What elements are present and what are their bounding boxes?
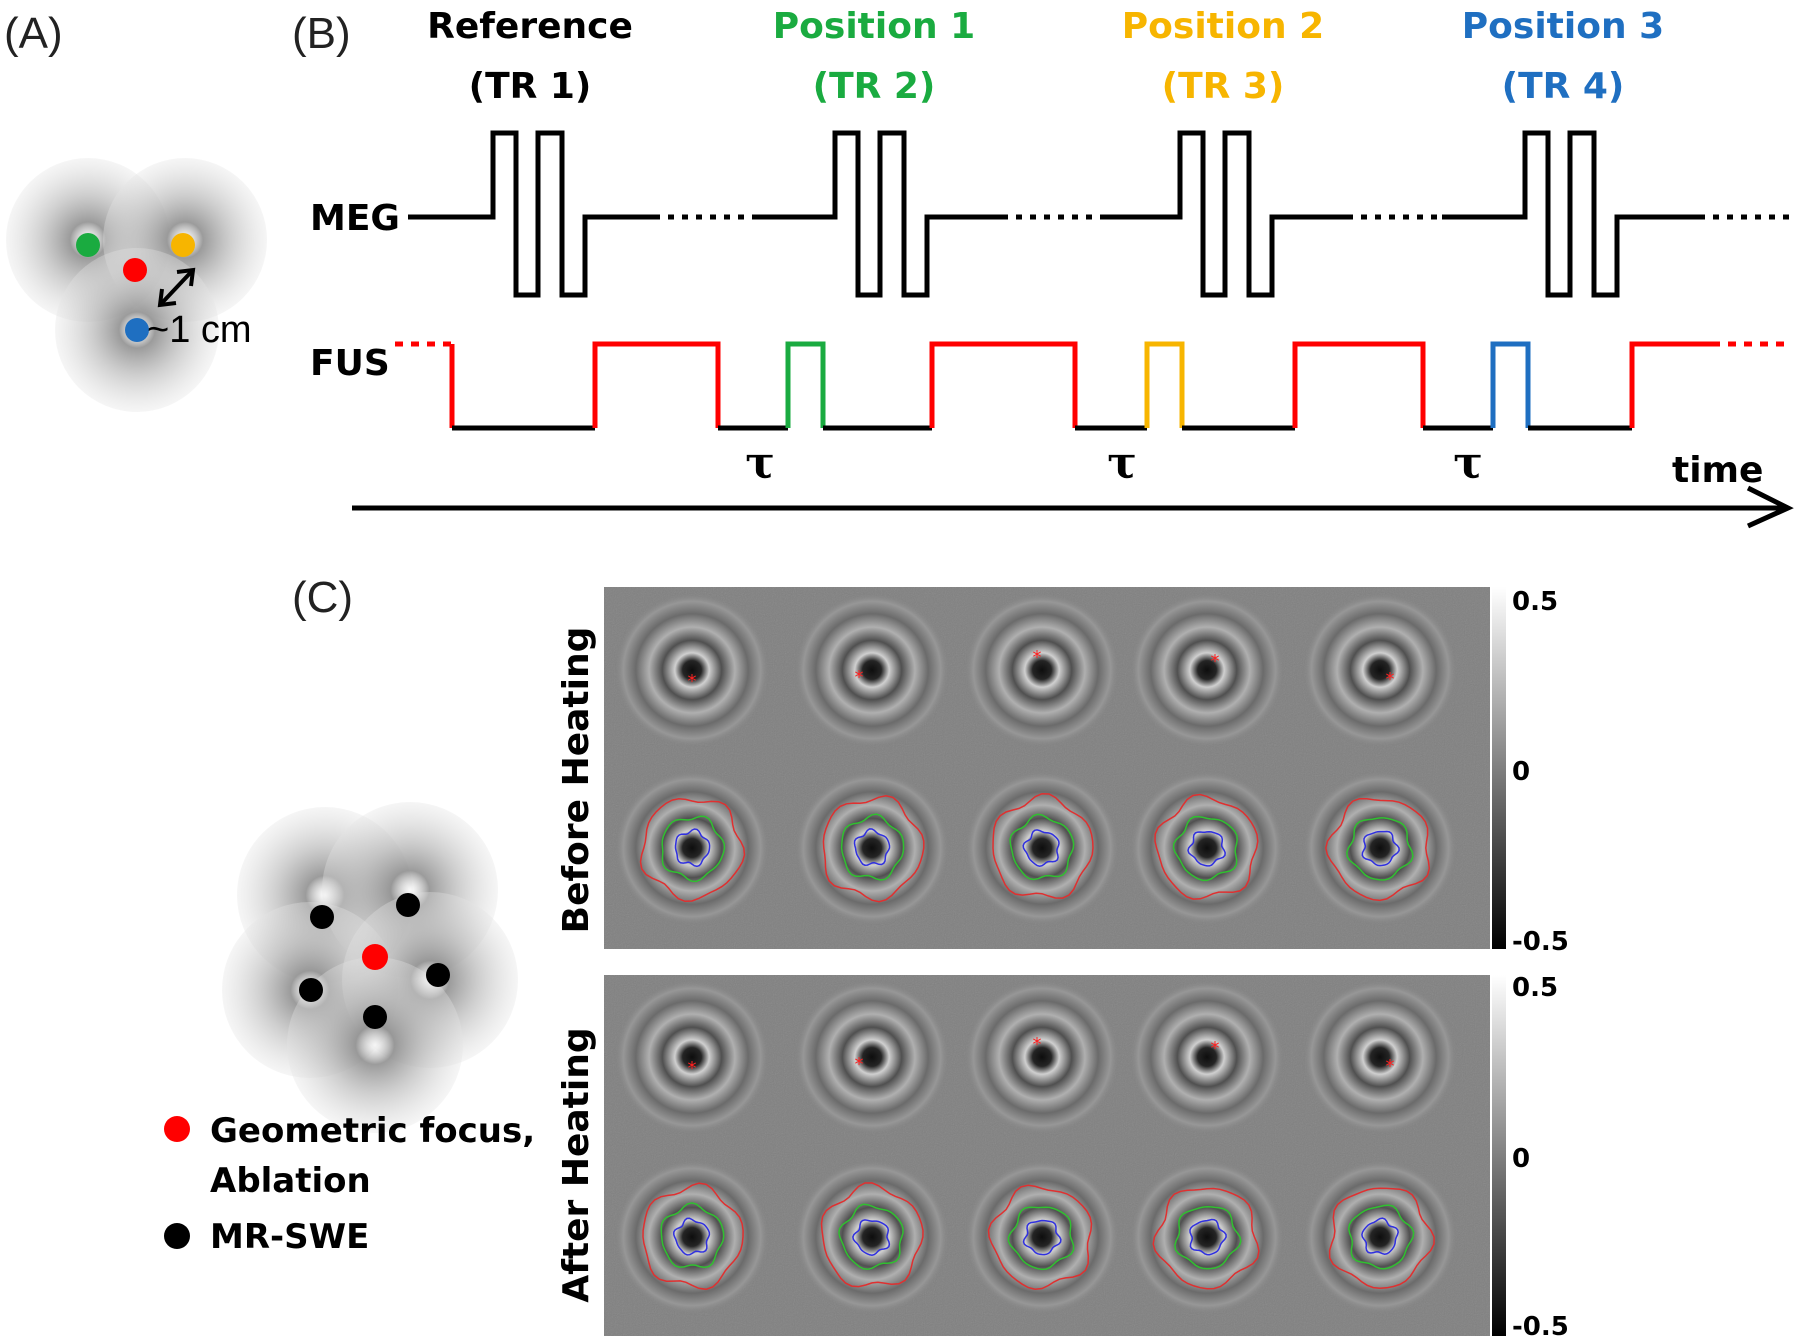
swe-dot [396, 893, 420, 917]
cbar-after-min: -0.5 [1512, 1312, 1569, 1340]
legend-ablation-line-2: Ablation [210, 1161, 371, 1201]
header-position-1-tr: (TR 2) [813, 66, 936, 107]
panel-b-label: (B) [292, 9, 351, 58]
wave-thumbnail [794, 1159, 950, 1315]
yellow-focus-dot [171, 233, 195, 257]
wave-thumbnail: * [794, 979, 950, 1135]
header-reference-tr: (TR 1) [469, 66, 592, 107]
meg-waveform [408, 130, 1790, 298]
tau-2: τ [1107, 438, 1137, 489]
blue-focus-dot [125, 318, 149, 342]
wave-thumbnail [1302, 770, 1458, 926]
wave-thumbnail: * [964, 979, 1120, 1135]
fus-waveform [395, 341, 1790, 431]
header-position-2-tr: (TR 3) [1162, 66, 1285, 107]
focus-marker-icon: * [1386, 669, 1395, 690]
focus-marker-icon: * [688, 1058, 697, 1079]
legend-swe-label: MR-SWE [210, 1217, 369, 1257]
header-reference: Reference [427, 6, 633, 47]
green-focus-dot [76, 233, 100, 257]
ablation-dot [362, 944, 388, 970]
swe-dot [310, 905, 334, 929]
wave-thumbnail [614, 770, 770, 926]
meg-label: MEG [310, 198, 400, 239]
legend-black-dot-icon [164, 1223, 190, 1249]
focus-marker-icon: * [1386, 1056, 1395, 1077]
header-position-3: Position 3 [1462, 6, 1664, 47]
column-headers: Reference (TR 1) Position 1 (TR 2) Posit… [427, 6, 1664, 107]
tau-labels: τ τ τ [745, 438, 1483, 489]
legend-ablation-line-1: Geometric focus, [210, 1111, 535, 1151]
focus-marker-icon: * [1211, 651, 1220, 672]
cbar-before-max: 0.5 [1512, 587, 1558, 617]
wave-thumbnail [794, 770, 950, 926]
image-panel-before: * * * * * [604, 587, 1490, 949]
header-position-3-tr: (TR 4) [1502, 66, 1625, 107]
wave-thumbnail: * [1129, 592, 1285, 748]
header-position-1: Position 1 [773, 6, 975, 47]
legend: Geometric focus, Ablation MR-SWE [164, 1111, 535, 1257]
wave-thumbnail [614, 1159, 770, 1315]
focus-marker-icon: * [855, 1054, 864, 1075]
wave-thumbnail: * [1302, 592, 1458, 748]
time-axis-arrow [352, 485, 1794, 529]
panel-c-label: (C) [292, 573, 353, 622]
focus-marker-icon: * [855, 667, 864, 688]
focus-marker-icon: * [688, 671, 697, 692]
image-panel-after: * * * * * [604, 975, 1490, 1336]
distance-label: ~1 cm [147, 309, 252, 351]
cbar-before-min: -0.5 [1512, 927, 1569, 957]
panel-c-focus-diagram [222, 802, 518, 1133]
tau-1: τ [745, 438, 775, 489]
focus-marker-icon: * [1033, 1034, 1042, 1055]
fus-label: FUS [310, 343, 390, 384]
focus-marker-icon: * [1211, 1038, 1220, 1059]
wave-thumbnail: * [1302, 979, 1458, 1135]
wave-thumbnail: * [614, 979, 770, 1135]
wave-thumbnail: * [794, 592, 950, 748]
panel-a-label: (A) [4, 9, 63, 58]
colorbar-after: 0.5 0 -0.5 [1492, 973, 1569, 1340]
header-position-2: Position 2 [1122, 6, 1324, 47]
focus-marker-icon: * [1033, 647, 1042, 668]
wave-thumbnail: * [614, 592, 770, 748]
cbar-after-mid: 0 [1512, 1144, 1530, 1174]
swe-dot [299, 978, 323, 1002]
wave-thumbnail: * [1129, 979, 1285, 1135]
red-focus-dot [123, 258, 147, 282]
double-arrow-icon [157, 267, 196, 308]
tau-3: τ [1453, 438, 1483, 489]
cbar-after-max: 0.5 [1512, 973, 1558, 1003]
swe-dot [363, 1005, 387, 1029]
wave-thumbnail [1129, 770, 1285, 926]
swe-dot [426, 963, 450, 987]
wave-thumbnail [1302, 1159, 1458, 1315]
wave-thumbnail [964, 770, 1120, 926]
row-title-after: After Heating [556, 1027, 597, 1302]
panel-a-focus-diagram [6, 158, 267, 412]
legend-red-dot-icon [164, 1116, 190, 1142]
wave-thumbnail [1129, 1159, 1285, 1315]
colorbar-before: 0.5 0 -0.5 [1492, 587, 1569, 957]
cbar-before-mid: 0 [1512, 757, 1530, 787]
wave-thumbnail: * [964, 592, 1120, 748]
wave-thumbnail [964, 1159, 1120, 1315]
time-label: time [1672, 450, 1763, 491]
row-title-before: Before Heating [556, 627, 597, 934]
